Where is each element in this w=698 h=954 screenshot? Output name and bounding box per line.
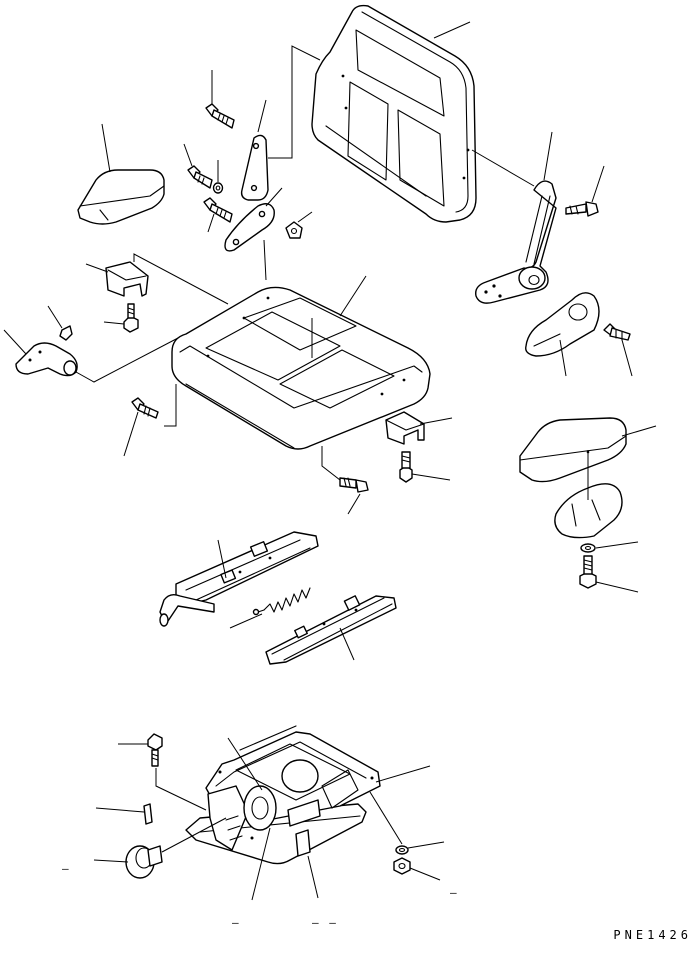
washer-right — [580, 543, 596, 553]
leader-return-spring — [229, 613, 263, 629]
leader-bolt-armrest — [595, 581, 639, 593]
suspension-frame — [185, 725, 381, 865]
link-lock-lever — [75, 337, 179, 383]
nut-left — [59, 325, 73, 341]
washer-small — [212, 182, 224, 194]
leader-suspension-top — [227, 737, 263, 791]
leader-armrest-pad-left — [101, 123, 111, 173]
leader-slide-rail-lower — [339, 627, 355, 661]
armrest-pad-left — [77, 169, 165, 225]
link-washer-frame — [369, 791, 403, 845]
leader-bolt-right-upper — [591, 165, 605, 203]
leader-bolt-mid — [183, 143, 193, 167]
leader-washer-base — [407, 841, 445, 849]
leader-nut-small-upper — [297, 211, 313, 223]
link-lever-backrest — [471, 149, 535, 187]
bolt-lower — [203, 197, 233, 223]
leader-bolt-lower — [207, 213, 215, 233]
leader-bolt-cushion-left — [123, 411, 139, 457]
adjust-knob — [125, 845, 163, 879]
ref-mark-bottom-b: – – — [312, 916, 338, 929]
nut-small-upper — [285, 221, 303, 239]
recline-lever-arm — [475, 180, 557, 304]
leader-recline-lever — [543, 131, 553, 181]
seat-cushion — [171, 286, 431, 450]
bolt-bracket-left — [123, 303, 139, 333]
seat-backrest — [311, 4, 477, 223]
bolt-base — [147, 733, 163, 767]
bolt-cushion-bottom — [339, 477, 369, 493]
bolt-mid — [187, 165, 213, 189]
leader-bracket-left — [85, 263, 109, 273]
link-knob-frame — [161, 817, 227, 853]
leader-suspension-lever — [251, 827, 271, 901]
slide-release-handle — [159, 593, 215, 627]
link-bolt-cushion-bottom — [321, 446, 341, 481]
link-backrest-bracket — [268, 45, 321, 159]
drawing-code: PNE1426 — [613, 928, 692, 942]
leader-armrest-pad-right — [621, 425, 657, 437]
ref-mark-left: – — [62, 862, 71, 875]
leader-seat-lock-lever — [3, 329, 27, 355]
leader-slide-rail-upper — [217, 539, 227, 579]
seat-bracket-left — [105, 261, 149, 297]
armrest-base — [554, 483, 623, 539]
ref-mark-right: – — [450, 886, 459, 899]
backrest-hinge-bracket — [240, 134, 269, 201]
slide-rail-lower — [265, 595, 397, 665]
return-spring — [252, 587, 311, 616]
leader-lever-cover — [559, 339, 567, 377]
leader-backrest — [433, 21, 471, 39]
armrest-pad-right — [519, 417, 627, 483]
lever-cover — [525, 292, 600, 357]
nut-base — [393, 857, 411, 875]
bolt-upper — [205, 103, 235, 129]
leader-bolt-bracket-right — [411, 473, 451, 481]
bolt-bracket-right — [399, 451, 413, 483]
leader-mounting-plate — [265, 187, 283, 207]
bolt-cushion-left — [131, 397, 159, 419]
leader-suspension-right — [375, 765, 431, 783]
link-bracket-cushion — [263, 239, 267, 281]
leader-nut-left — [47, 305, 63, 329]
leader-nut-base — [409, 867, 441, 881]
seat-lock-lever — [15, 342, 78, 377]
leader-hinge-bracket — [257, 99, 267, 133]
dowel-pin — [143, 803, 153, 825]
link-bolt-base — [155, 768, 207, 811]
bolt-right-lower — [603, 323, 631, 341]
ref-mark-bottom-a: – — [232, 916, 241, 929]
leader-seat-cushion — [339, 275, 367, 317]
mounting-plate — [224, 203, 275, 252]
leader-bolt-cushion-bottom — [347, 493, 361, 515]
slide-rail-upper — [175, 531, 319, 605]
bolt-right-upper — [565, 201, 599, 217]
link-cushion-left — [164, 384, 177, 427]
leader-bolt-right-lower — [621, 339, 633, 377]
seat-bracket-right — [385, 411, 425, 445]
leader-bolt-bracket-left — [103, 321, 125, 325]
leader-suspension-bottom — [307, 855, 319, 899]
bolt-armrest — [579, 555, 597, 589]
washer-base — [395, 845, 409, 855]
leader-adjust-knob — [93, 859, 129, 863]
leader-washer-right — [595, 541, 639, 549]
leader-dowel-pin — [95, 807, 145, 813]
link-bracket-left — [133, 253, 229, 305]
leader-bracket-right — [419, 417, 453, 425]
